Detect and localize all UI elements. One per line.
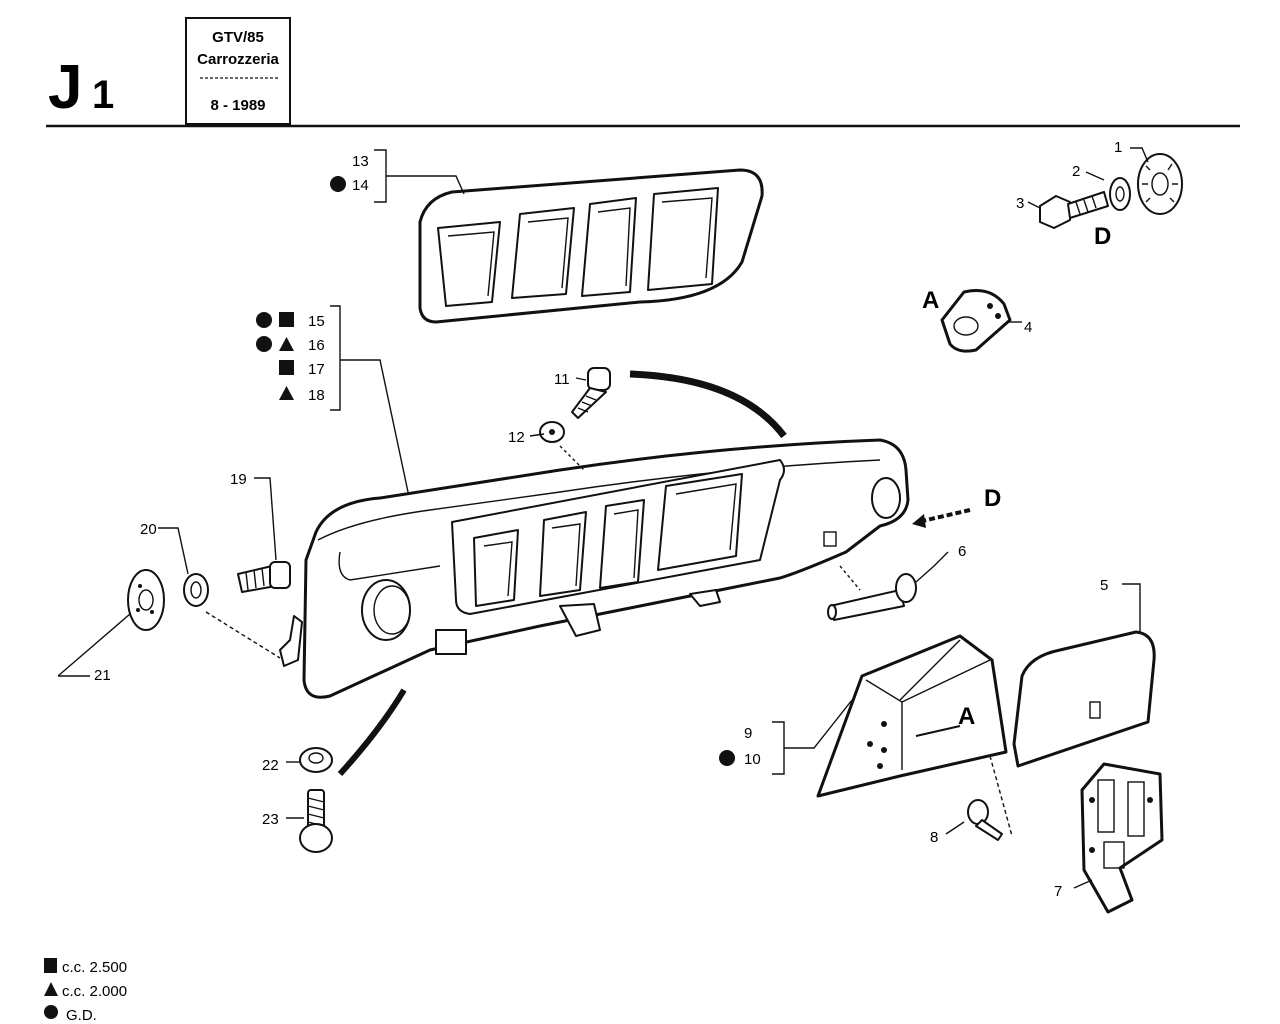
callout-20: 20 (140, 521, 157, 538)
legend-triangle-icon (44, 982, 58, 996)
callout-13: 13 (352, 153, 369, 170)
model-label: GTV/85 (212, 29, 264, 46)
variant-symbols (256, 176, 735, 766)
clip-12 (539, 421, 565, 443)
assembly-path-8 (989, 755, 1013, 837)
legend: c.c. 2.500 c.c. 2.000 G.D. (44, 958, 127, 1024)
legend-square-icon (44, 958, 57, 973)
assembly-path-20 (205, 611, 281, 659)
callout-4: 4 (1024, 319, 1032, 336)
bolt-23 (299, 789, 333, 853)
square-15 (279, 312, 294, 327)
callout-2: 2 (1072, 163, 1080, 180)
washer-2 (1109, 177, 1131, 211)
callout-3: 3 (1016, 195, 1024, 212)
view-marker-a-glovebox: A (958, 703, 975, 730)
bolt-6 (827, 573, 917, 621)
callout-5: 5 (1100, 577, 1108, 594)
callout-11: 11 (554, 371, 570, 388)
nut-1 (1137, 153, 1183, 215)
callout-1: 1 (1114, 139, 1122, 156)
screw-19 (237, 561, 291, 593)
date-label: 8 - 1989 (210, 97, 265, 114)
callout-8: 8 (930, 829, 938, 846)
view-d-arrow (917, 508, 971, 524)
legend-circle-icon (44, 1005, 58, 1019)
callout-15: 15 (308, 313, 325, 330)
callout-12: 12 (508, 429, 525, 446)
sheet-code-number: 1 (92, 73, 114, 117)
legend-circle-label: G.D. (66, 1007, 97, 1024)
view-d-arrowhead (912, 514, 926, 528)
triangle-16 (279, 337, 294, 351)
sheet-header: J 1 GTV/85 Carrozzeria 8 - 1989 (46, 17, 1240, 128)
gd-circle-15 (256, 312, 272, 328)
glovebox-lid-5 (1012, 630, 1156, 768)
dashboard-panel (279, 438, 910, 699)
callout-numbers: 1 2 3 4 5 6 7 8 9 10 11 12 13 14 15 16 1… (94, 139, 1122, 900)
view-marker-d-dash: D (984, 485, 1001, 512)
latch-7 (1080, 762, 1164, 914)
triangle-18 (279, 386, 294, 400)
washer-20 (183, 573, 209, 607)
callout-23: 23 (262, 811, 279, 828)
instrument-bezel (418, 168, 764, 324)
view-markers: D A D A (922, 223, 1111, 730)
callout-18: 18 (308, 387, 325, 404)
callout-9: 9 (744, 725, 752, 742)
view-marker-d-top: D (1094, 223, 1111, 250)
callout-14: 14 (352, 177, 369, 194)
gd-circle-10 (719, 750, 735, 766)
callout-21: 21 (94, 667, 111, 684)
legend-square-label: c.c. 2.500 (62, 959, 127, 976)
assembly-arrow-22 (337, 688, 407, 777)
nut-22 (299, 747, 333, 773)
section-label: Carrozzeria (197, 51, 279, 68)
callout-16: 16 (308, 337, 325, 354)
title-box (185, 17, 291, 125)
sheet-code-letter: J (48, 53, 82, 122)
callout-22: 22 (262, 757, 279, 774)
view-marker-a-top: A (922, 287, 939, 314)
assembly-arrow-11 (629, 370, 787, 439)
grommet-21 (127, 569, 165, 631)
screw-11 (571, 367, 611, 419)
screw-8 (967, 799, 1003, 841)
leader-lines (57, 147, 1149, 889)
square-17 (279, 360, 294, 375)
callout-10: 10 (744, 751, 761, 768)
callout-7: 7 (1054, 883, 1062, 900)
callout-19: 19 (230, 471, 247, 488)
callout-17: 17 (308, 361, 325, 378)
gd-circle-16 (256, 336, 272, 352)
legend-triangle-label: c.c. 2.000 (62, 983, 127, 1000)
bracket-4 (940, 289, 1012, 353)
gd-circle-14 (330, 176, 346, 192)
glovebox-9-10 (816, 634, 1008, 798)
callout-6: 6 (958, 543, 966, 560)
bolt-3 (1039, 191, 1109, 229)
assembly-path-6 (839, 565, 861, 591)
